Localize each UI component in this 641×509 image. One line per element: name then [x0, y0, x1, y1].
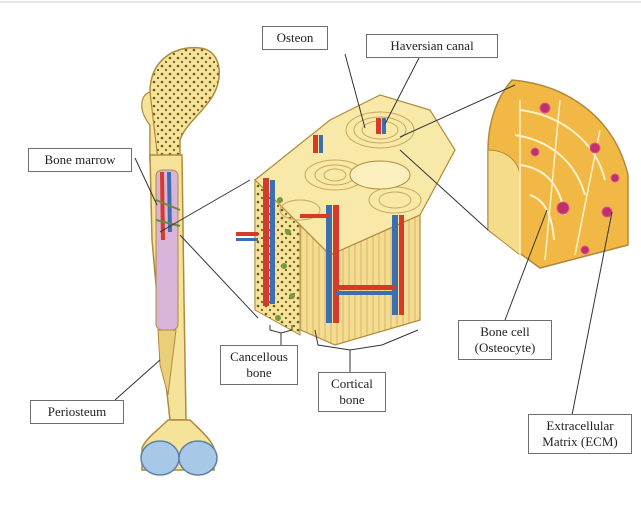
- label-cortical-line1: Cortical: [323, 376, 381, 392]
- label-cancellous-line2: bone: [225, 365, 293, 381]
- label-haversian-canal-text: Haversian canal: [390, 38, 473, 53]
- bone-section: [236, 95, 455, 345]
- label-ecm-line1: Extracellular: [533, 418, 627, 434]
- label-osteon-text: Osteon: [277, 30, 314, 45]
- label-bone-cell-line2: (Osteocyte): [463, 340, 547, 356]
- label-periosteum-text: Periosteum: [48, 404, 107, 419]
- femur-bone: [141, 48, 219, 475]
- label-bone-cell: Bone cell (Osteocyte): [458, 320, 552, 360]
- label-cancellous-bone: Cancellous bone: [220, 345, 298, 385]
- label-bone-marrow: Bone marrow: [28, 148, 132, 172]
- label-bone-cell-line1: Bone cell: [463, 324, 547, 340]
- label-osteon: Osteon: [262, 26, 328, 50]
- label-ecm-line2: Matrix (ECM): [533, 434, 627, 450]
- label-bone-marrow-text: Bone marrow: [44, 152, 115, 167]
- label-extracellular-matrix: Extracellular Matrix (ECM): [528, 414, 632, 454]
- label-cancellous-line1: Cancellous: [225, 349, 293, 365]
- label-periosteum: Periosteum: [30, 400, 124, 424]
- label-cortical-bone: Cortical bone: [318, 372, 386, 412]
- label-cortical-line2: bone: [323, 392, 381, 408]
- label-haversian-canal: Haversian canal: [366, 34, 498, 58]
